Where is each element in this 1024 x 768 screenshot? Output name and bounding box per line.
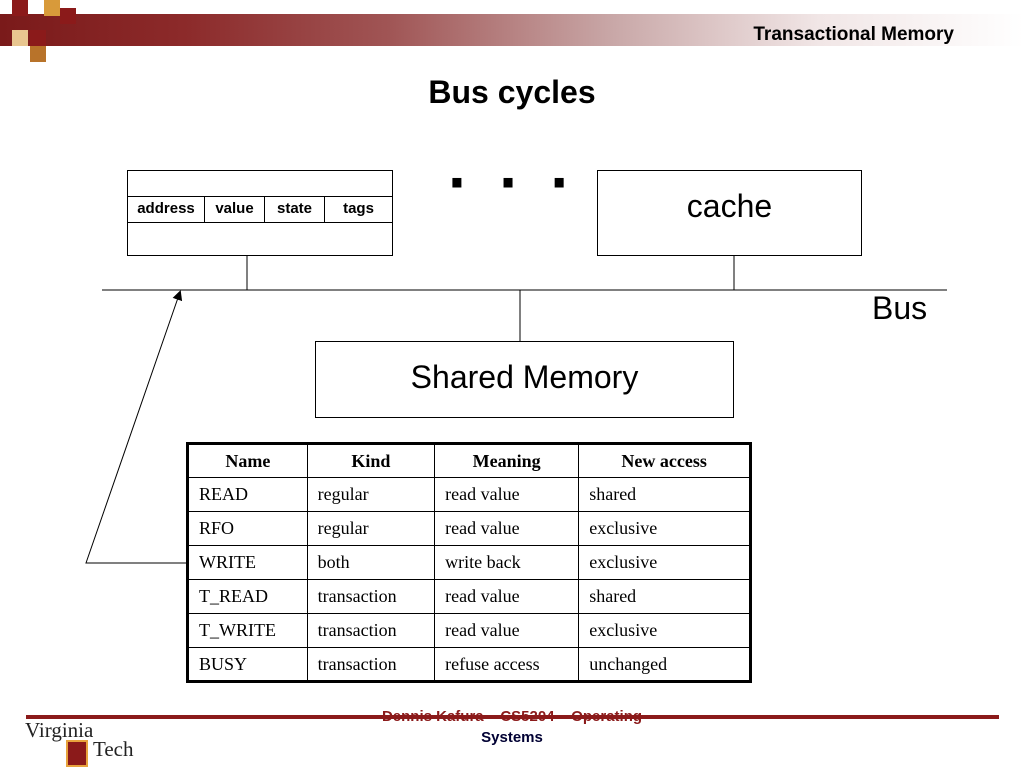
footer-credit-line1: Dennis Kafura – CS5204 – Operating <box>381 708 643 725</box>
table-to-bus-arrow <box>85 290 188 564</box>
cell-name: READ <box>187 477 308 512</box>
cell-meaning: read value <box>434 579 580 614</box>
header-band <box>0 14 1024 46</box>
cell-new-access: shared <box>578 579 751 614</box>
cache-label: cache <box>686 188 773 224</box>
header-kind: Kind <box>306 443 436 478</box>
field-state: state <box>265 197 325 222</box>
table-header-row: Name Kind Meaning New access <box>187 443 751 478</box>
cell-kind: transaction <box>306 647 436 682</box>
header-square <box>60 8 76 24</box>
cell-new-access: exclusive <box>578 511 751 546</box>
cell-kind: regular <box>306 511 436 546</box>
header-new-access: New access <box>578 443 751 478</box>
ellipsis: · · · <box>448 146 578 218</box>
header-square <box>12 0 28 16</box>
table-row: BUSY transaction refuse access unchanged <box>187 647 751 682</box>
slide-title: Bus cycles <box>428 74 596 110</box>
bus-cycles-table: Name Kind Meaning New access READ regula… <box>186 442 752 683</box>
cell-name: T_READ <box>187 579 308 614</box>
table-row: RFO regular read value exclusive <box>187 511 751 546</box>
table-row: T_READ transaction read value shared <box>187 579 751 614</box>
cell-new-access: unchanged <box>578 647 751 682</box>
cache-box: cache <box>597 170 862 256</box>
cell-name: BUSY <box>187 647 308 682</box>
logo-text-virginia: Virginia <box>25 718 94 742</box>
cell-kind: transaction <box>306 613 436 648</box>
logo-text-tech: Tech <box>93 737 134 761</box>
header-square <box>30 30 46 46</box>
cell-kind: both <box>306 545 436 580</box>
virginia-tech-logo: Virginia Tech <box>25 718 134 767</box>
bus-label: Bus <box>872 290 928 326</box>
cell-meaning: read value <box>434 511 580 546</box>
shared-memory-label: Shared Memory <box>410 359 639 395</box>
field-value: value <box>205 197 265 222</box>
field-tags: tags <box>343 200 374 217</box>
table-row: READ regular read value shared <box>187 477 751 512</box>
footer-credit: Dennis Kafura – CS5204 – Operating Syste… <box>352 706 672 748</box>
table-row: WRITE both write back exclusive <box>187 545 751 580</box>
logo-mark-icon <box>66 740 88 767</box>
header-title: Transactional Memory <box>753 24 954 45</box>
cell-new-access: shared <box>578 477 751 512</box>
cell-meaning: read value <box>434 477 580 512</box>
header-square <box>30 46 46 62</box>
header-meaning: Meaning <box>434 443 580 478</box>
cell-kind: transaction <box>306 579 436 614</box>
field-address: address <box>128 197 205 222</box>
cell-meaning: read value <box>434 613 580 648</box>
cell-name: T_WRITE <box>187 613 308 648</box>
cell-meaning: write back <box>434 545 580 580</box>
cache-line-box: address value state tags <box>127 170 393 256</box>
cell-new-access: exclusive <box>578 613 751 648</box>
header-name: Name <box>187 443 308 478</box>
cell-new-access: exclusive <box>578 545 751 580</box>
cell-meaning: refuse access <box>434 647 580 682</box>
cell-name: RFO <box>187 511 308 546</box>
footer-credit-line2: Systems <box>481 729 543 746</box>
cell-kind: regular <box>306 477 436 512</box>
cell-name: WRITE <box>187 545 308 580</box>
footer-divider <box>26 715 999 719</box>
header-square <box>44 0 60 16</box>
table-row: T_WRITE transaction read value exclusive <box>187 613 751 648</box>
cache-line-fields: address value state tags <box>128 196 392 223</box>
header-square <box>12 30 28 46</box>
shared-memory-box: Shared Memory <box>315 341 734 418</box>
